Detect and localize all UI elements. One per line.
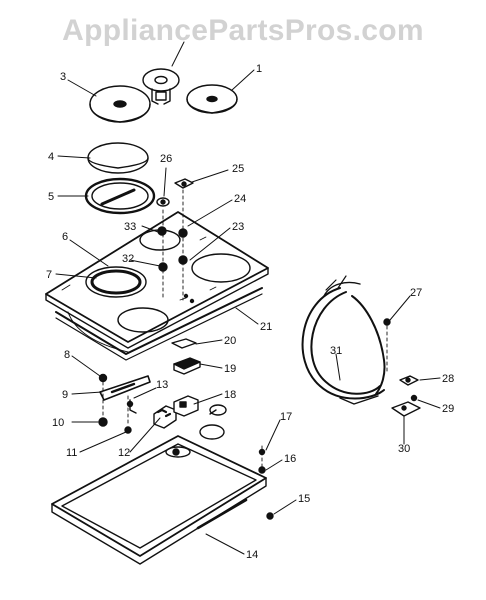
gasket-part-20 — [171, 338, 197, 349]
clip-part-25 — [174, 178, 194, 189]
callout-32: 32 — [122, 253, 134, 265]
burner-element-right — [186, 84, 238, 114]
watermark-text: AppliancePartsPros.com — [62, 14, 424, 47]
receptacle-part-18 — [173, 395, 199, 417]
callout-31: 31 — [330, 345, 342, 357]
grommet-part-26 — [156, 197, 170, 207]
callout-23: 23 — [232, 221, 244, 233]
callout-7: 7 — [46, 269, 52, 281]
callout-13: 13 — [156, 379, 168, 391]
callout-17: 17 — [280, 411, 292, 423]
bottom-burner-box — [51, 435, 267, 565]
fastener-part-13 — [126, 399, 137, 414]
callout-4: 4 — [48, 151, 54, 163]
callout-29: 29 — [442, 403, 454, 415]
leader-lines — [55, 41, 441, 555]
callout-5: 5 — [48, 191, 54, 203]
callout-25: 25 — [232, 163, 244, 175]
cooktop-frame — [55, 287, 263, 361]
screw-part-8 — [98, 373, 108, 383]
callout-8: 8 — [64, 349, 70, 361]
callout-9: 9 — [62, 389, 68, 401]
callout-30: 30 — [398, 443, 410, 455]
switch-part-19 — [173, 357, 201, 375]
nut-part-10 — [98, 417, 108, 427]
screw-part-27 — [383, 318, 391, 373]
terminal-block-part-12 — [153, 405, 177, 429]
bracket-part-9 — [99, 375, 151, 401]
callout-11: 11 — [66, 447, 77, 459]
callout-18: 18 — [224, 389, 236, 401]
trim-ring-with-bar — [84, 177, 156, 215]
callout-12: 12 — [118, 447, 130, 459]
wire-harness-part-31 — [301, 275, 386, 405]
callout-1: 1 — [256, 63, 262, 75]
bracket-part-30 — [391, 401, 421, 417]
washer-part-11 — [124, 426, 132, 434]
callout-20: 20 — [224, 335, 236, 347]
callout-33: 33 — [124, 221, 136, 233]
callout-6: 6 — [62, 231, 68, 243]
callout-15: 15 — [298, 493, 310, 505]
screw-part-29 — [410, 394, 418, 402]
callout-16: 16 — [284, 453, 296, 465]
callout-21: 21 — [260, 321, 272, 333]
connector-part-28 — [399, 375, 419, 386]
callout-24: 24 — [234, 193, 246, 205]
cooktop-glass — [45, 211, 269, 349]
burner-element-small-center — [142, 68, 180, 105]
callout-labels: 1 3 4 5 6 7 8 9 10 11 12 13 14 15 16 17 … — [46, 63, 454, 561]
callout-3: 3 — [60, 71, 66, 83]
screw-part-15 — [266, 512, 274, 520]
clamp-ring — [199, 404, 227, 440]
drip-bowl — [87, 142, 149, 174]
callout-26: 26 — [160, 153, 172, 165]
callout-19: 19 — [224, 363, 236, 375]
burner-element-large-left — [89, 85, 151, 123]
callout-28: 28 — [442, 373, 454, 385]
callout-14: 14 — [246, 549, 258, 561]
callout-10: 10 — [52, 417, 64, 429]
callout-27: 27 — [410, 287, 422, 299]
